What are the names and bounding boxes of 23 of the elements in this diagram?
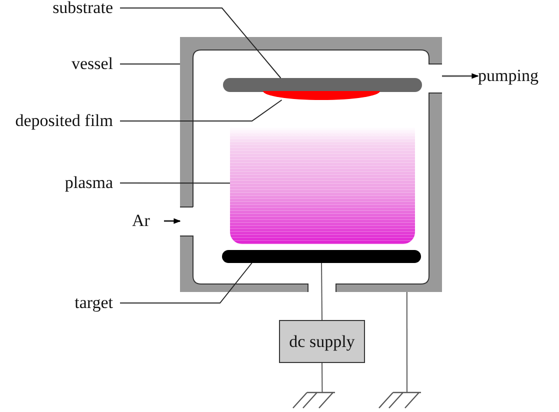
wire [321, 262, 322, 320]
flow-arrow [442, 73, 479, 79]
part-label: pumping [478, 66, 558, 86]
leader-line [120, 8, 282, 78]
part-label: Ar [132, 211, 164, 231]
leader-line [120, 100, 282, 122]
ground-symbol [293, 392, 337, 408]
part-label: deposited film [0, 111, 120, 131]
wire [322, 362, 323, 392]
flow-arrow [164, 218, 181, 224]
substrate-plate [223, 78, 422, 92]
wire [406, 292, 408, 392]
ground-symbol [379, 392, 423, 408]
leader-line [120, 64, 180, 65]
part-label: plasma [0, 173, 120, 193]
part-label: target [0, 293, 120, 313]
part-label: substrate [0, 0, 120, 18]
leader-line [120, 262, 252, 304]
power-supply-box: dc supply [279, 320, 365, 363]
part-label: vessel [0, 54, 120, 74]
leader-line [120, 182, 230, 184]
plasma-region [230, 127, 415, 244]
target-plate [222, 250, 421, 263]
